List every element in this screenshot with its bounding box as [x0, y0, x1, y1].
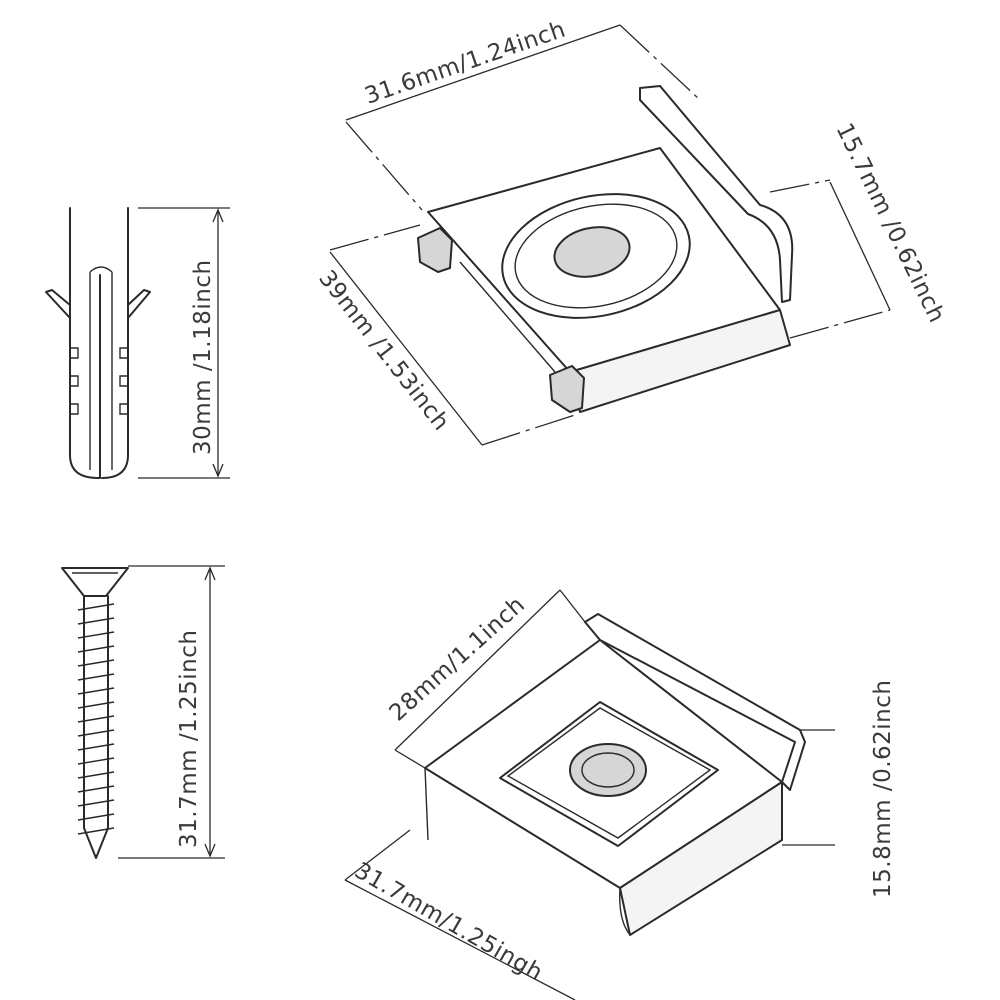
clip-a-depth-label: 39mm /1.53inch	[313, 266, 454, 436]
clip-a-height-label: 15.7mm /0.62inch	[831, 119, 950, 327]
clip-b-depth-label: 31.7mm/1.25ingh	[350, 858, 547, 987]
wall-anchor-drawing	[45, 207, 230, 479]
screw-length-label: 31.7mm /1.25inch	[176, 630, 202, 848]
spring-clip-a-drawing	[329, 24, 891, 446]
spring-clip-b-drawing	[344, 589, 835, 1000]
screw-drawing	[61, 565, 225, 859]
clip-a-width-label: 31.6mm/1.24inch	[361, 17, 569, 110]
clip-b-height-label: 15.8mm /0.62inch	[870, 680, 896, 898]
anchor-height-label: 30mm /1.18inch	[190, 259, 216, 455]
